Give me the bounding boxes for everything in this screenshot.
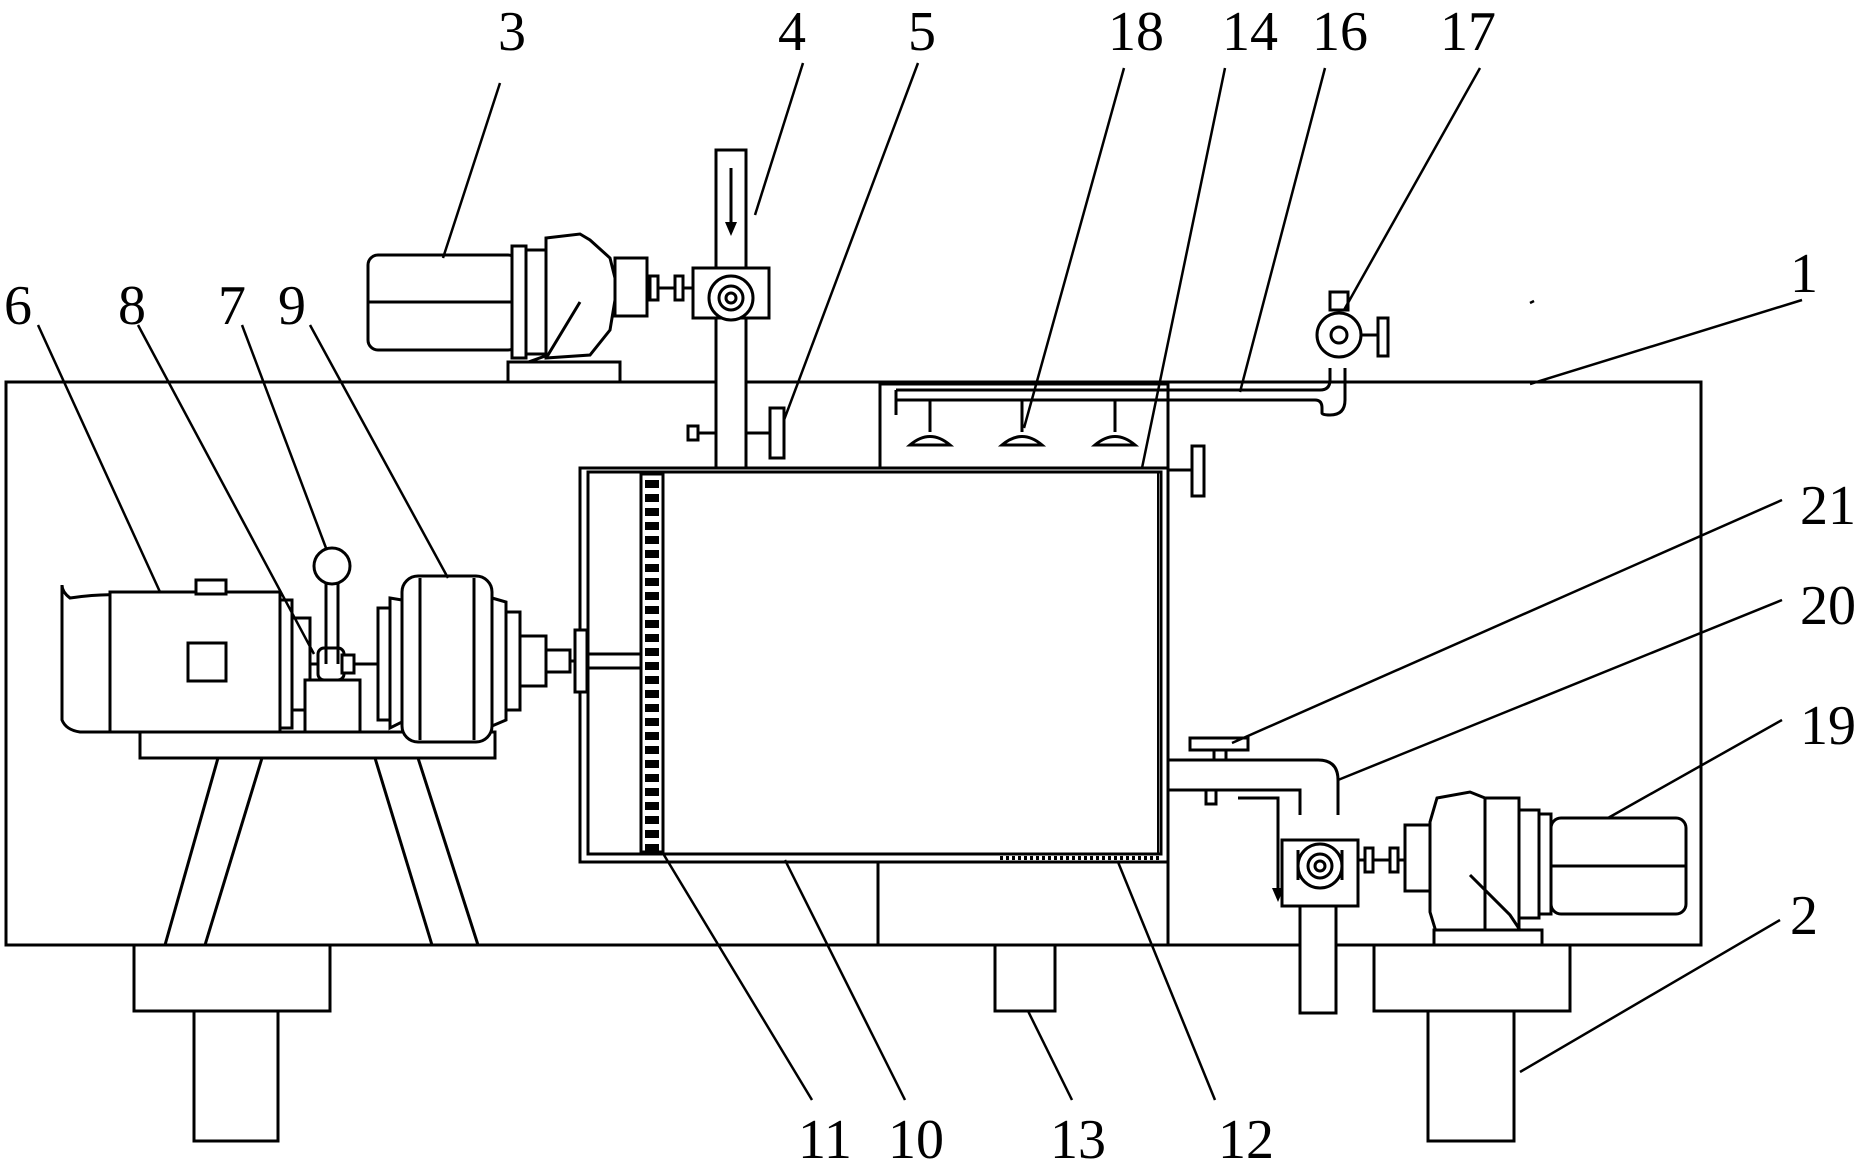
rack-tooth [645,634,659,642]
leader-lines [36,62,1803,1101]
rack-tooth [645,830,659,838]
pressure-gauge [312,546,352,664]
rack-tooth [645,676,659,684]
spray-nozzle-3 [1090,400,1140,447]
rack-tooth [645,522,659,530]
drain-outlet [993,943,1057,1013]
rack-tooth [645,732,659,740]
lower-compartment [876,860,1170,947]
leader-8 [136,324,316,655]
rack-tooth [645,746,659,754]
rack-tooth [645,536,659,544]
outlet-drain-arrow [1238,796,1284,902]
label-19: 19 [1800,695,1856,757]
spray-valve [1315,290,1390,359]
leader-10 [783,859,907,1101]
rack-tooth [645,816,659,824]
rack-tooth [645,662,659,670]
hand-wheel [746,406,786,460]
leader-3 [441,82,502,259]
leader-12 [1116,861,1217,1101]
leader-19 [1607,718,1783,820]
rack-tooth [645,620,659,628]
outlet-valve-handle [1188,736,1250,806]
leader-17 [1342,67,1482,311]
spray-nozzle-1 [905,400,955,447]
label-5: 5 [908,1,936,63]
leader-20 [1337,598,1783,782]
rack-tooth [645,690,659,698]
rack-tooth [645,494,659,502]
rack-tooth [645,480,659,488]
leader-9 [308,324,450,579]
leader-13 [1026,1010,1074,1101]
label-11: 11 [798,1109,852,1170]
leader-4 [753,62,805,216]
leader-1-main [1529,298,1803,386]
leader-18 [1022,67,1126,429]
rack-tooth [645,606,659,614]
tank-housing [578,466,1170,864]
leader-7 [240,324,328,549]
label-16: 16 [1312,1,1368,63]
rack-tooth [645,760,659,768]
top-motor [366,232,693,384]
leader-16 [1238,67,1327,393]
spray-compartment [878,382,1170,470]
side-handle [1168,444,1206,498]
label-17: 17 [1440,1,1496,63]
leader-6 [36,324,162,593]
frame-body [4,380,1703,947]
spray-pipe [894,368,1347,417]
feed-valve [691,266,771,322]
toothed-rack [639,472,665,854]
support-leg-right [1372,943,1572,1143]
label-7: 7 [218,275,246,337]
gear-reducer [376,574,641,744]
coupling [303,646,385,734]
rack-tooth [645,648,659,656]
rack-tooth [645,788,659,796]
label-9: 9 [278,275,306,337]
rack-tooth [645,802,659,810]
label-12: 12 [1218,1109,1274,1170]
leader-21 [1231,498,1783,745]
outlet-valve [1280,838,1360,908]
part-labels: 1 2 3 4 5 6 8 7 9 11 10 13 12 18 14 16 1… [4,1,1856,1170]
rack-tooth [645,564,659,572]
bottom-right-motor [1358,790,1688,947]
label-1: 1 [1790,243,1818,305]
label-10: 10 [888,1109,944,1170]
spray-nozzle-2 [997,400,1047,447]
rack-tooth [645,704,659,712]
label-18: 18 [1108,1,1164,63]
rack-tooth [645,592,659,600]
leader-5 [782,62,920,421]
rack-tooth [645,774,659,782]
label-21: 21 [1800,475,1856,537]
rack-tooth [645,578,659,586]
leader-11 [662,854,814,1101]
label-8: 8 [118,275,146,337]
support-leg-left [132,943,332,1143]
rack-tooth [645,718,659,726]
leader-1 [1529,299,1535,305]
label-6: 6 [4,275,32,337]
feed-pipe [686,148,748,470]
leader-14 [1140,67,1227,469]
label-2: 2 [1790,885,1818,947]
label-14: 14 [1222,1,1278,63]
label-13: 13 [1050,1109,1106,1170]
base-struts [163,757,480,946]
rack-tooth [645,550,659,558]
rack-tooth [645,844,659,852]
leader-2 [1519,918,1781,1074]
label-4: 4 [778,1,806,63]
left-motor [60,578,330,734]
label-3: 3 [498,1,526,63]
rack-tooth [645,508,659,516]
label-20: 20 [1800,575,1856,637]
